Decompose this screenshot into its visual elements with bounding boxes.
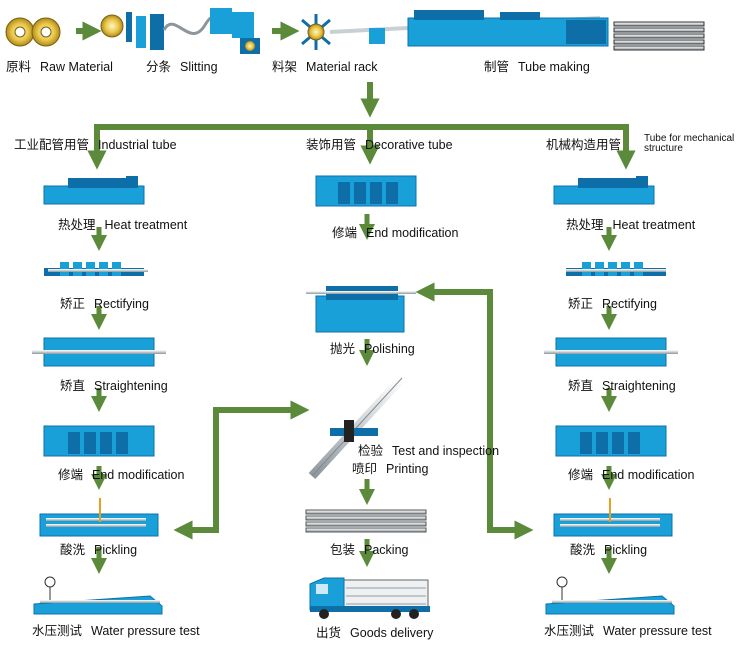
left-column-machines — [32, 176, 166, 615]
slitting-machine — [100, 8, 260, 54]
tube-making-machine — [407, 10, 706, 54]
right-column-machines — [544, 176, 678, 615]
branch-mechanical-label: 机械构造用管 — [546, 138, 622, 152]
raw-material-coils — [5, 17, 61, 47]
distribution-arrows — [87, 82, 636, 170]
branch-mechanical-en-label: Tube for mechanical structure — [644, 133, 735, 154]
cross-arrows — [173, 282, 534, 540]
middle-column-machines — [305, 175, 430, 619]
